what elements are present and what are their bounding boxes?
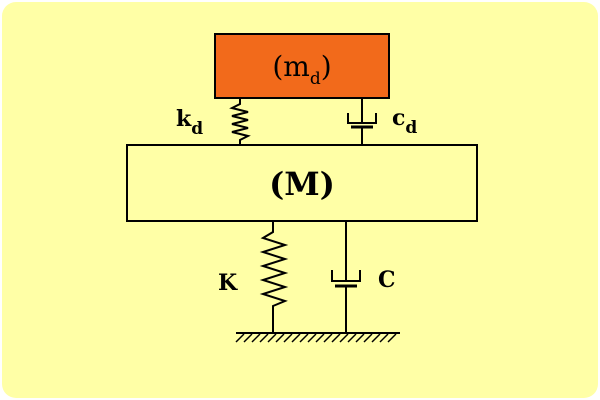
- damper-mass-block: [214, 33, 390, 99]
- lower-spring: [259, 221, 289, 333]
- main-mass-block: [126, 144, 478, 222]
- ground-support: [235, 332, 400, 343]
- lower-spring-label: K: [218, 270, 238, 296]
- upper-spring: [229, 98, 251, 145]
- upper-dashpot-label: cd: [392, 105, 417, 138]
- lower-dashpot-label: C: [378, 267, 396, 293]
- damper-mass-label: (md): [272, 50, 331, 89]
- lower-dashpot: [331, 221, 361, 333]
- main-mass-label: (M): [269, 165, 335, 203]
- upper-spring-label: kd: [176, 106, 203, 139]
- upper-dashpot: [347, 98, 377, 145]
